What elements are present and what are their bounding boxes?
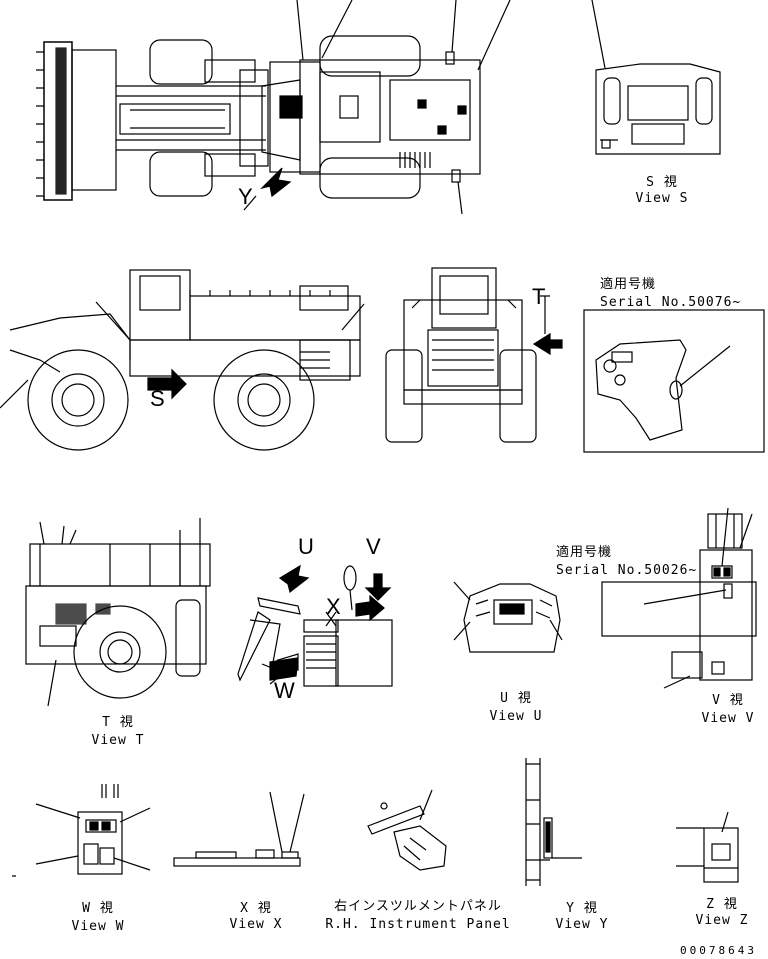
view-s-drawing	[595, 63, 721, 155]
loader-front-view	[385, 267, 563, 443]
loader-top-view	[36, 0, 606, 215]
view-z-drawing	[676, 811, 739, 883]
view-z-label-en: View Z	[695, 913, 749, 928]
view-x-label-en: View X	[229, 917, 283, 932]
serial-first-en: Serial No.50076~	[600, 295, 742, 310]
view-v-label-jp: V 視	[712, 693, 744, 708]
serial-second-jp: 適用号機	[556, 545, 613, 560]
rh-panel-label-en: R.H. Instrument Panel	[325, 917, 511, 932]
view-x-drawing	[173, 791, 305, 867]
view-s-label-en: View S	[635, 191, 689, 206]
view-z-label-jp: Z 視	[706, 897, 738, 912]
view-w-label-en: View W	[71, 919, 125, 934]
rh-instrument-panel-drawing	[367, 789, 447, 871]
view-u-drawing	[453, 581, 563, 653]
marker-x: X	[326, 594, 342, 619]
view-v-drawing	[601, 507, 757, 689]
serial-50076-panel-drawing	[583, 309, 765, 453]
view-w-label-jp: W 視	[82, 901, 114, 916]
view-t-drawing	[25, 518, 211, 707]
marker-t: T	[532, 284, 547, 309]
marker-u: U	[298, 534, 315, 559]
marker-y: Y	[238, 184, 254, 209]
cab-interior-scene	[237, 564, 393, 687]
view-y-label-jp: Y 視	[566, 901, 598, 916]
rh-panel-label-jp: 右インスツルメントパネル	[334, 899, 502, 914]
marker-v: V	[366, 534, 382, 559]
view-y-drawing	[525, 758, 582, 886]
view-x-label-jp: X 視	[240, 901, 272, 916]
view-w-drawing	[12, 784, 151, 877]
marker-s: S	[150, 386, 166, 411]
view-s-label-jp: S 視	[646, 175, 678, 190]
serial-first-jp: 適用号機	[600, 277, 657, 292]
marker-w: W	[274, 678, 296, 703]
view-v-label-en: View V	[701, 711, 755, 726]
drawing-code: 00078643	[680, 944, 757, 957]
view-t-label-jp: T 視	[102, 715, 134, 730]
view-y-label-en: View Y	[555, 917, 609, 932]
loader-side-view	[0, 269, 365, 451]
serial-second-en: Serial No.50026~	[556, 563, 698, 578]
view-t-label-en: View T	[91, 733, 145, 748]
view-u-label-jp: U 視	[500, 691, 532, 706]
view-u-label-en: View U	[489, 709, 543, 724]
